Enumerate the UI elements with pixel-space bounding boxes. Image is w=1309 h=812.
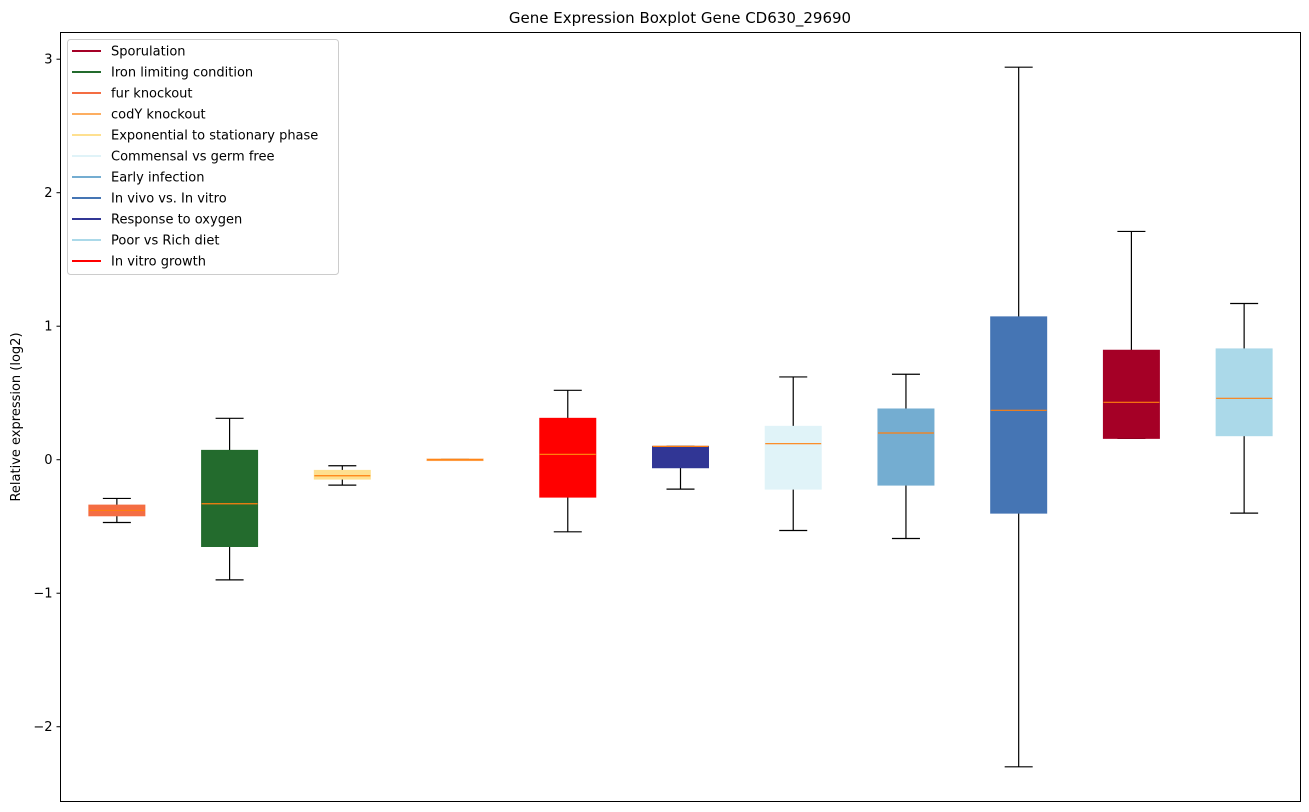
legend-label: Iron limiting condition [111,66,253,81]
legend-label: In vitro growth [111,255,206,270]
y-tick-label: −1 [33,587,52,602]
box-iqr [1215,348,1273,437]
box-2 [201,417,259,581]
box-iqr [539,417,597,498]
legend-item: Poor vs Rich diet [72,234,219,249]
legend-label: codY knockout [111,108,206,123]
legend-label: Response to oxygen [111,213,242,228]
chart-title: Gene Expression Boxplot Gene CD630_29690 [509,9,851,28]
legend-label: Commensal vs germ free [111,150,274,165]
box-7 [764,376,822,532]
legend-item: Sporulation [72,45,186,60]
box-iqr [1102,349,1160,439]
legend-item: In vivo vs. In vitro [72,192,227,207]
legend-label: In vivo vs. In vitro [111,192,227,207]
box-9 [990,66,1048,768]
box-iqr [990,316,1048,514]
legend-label: Poor vs Rich diet [111,234,219,249]
legend-label: Early infection [111,171,204,186]
y-tick-label: −2 [33,720,52,735]
legend-item: Early infection [72,171,204,186]
legend-item: fur knockout [72,87,193,102]
box-iqr [201,449,259,548]
legend-item: Commensal vs germ free [72,150,274,165]
box-8 [877,373,935,540]
y-tick-label: 2 [44,186,52,201]
legend-label: Exponential to stationary phase [111,129,318,144]
legend-label: Sporulation [111,45,186,60]
box-4 [426,458,484,462]
plot-frame [60,32,1301,802]
box-iqr [877,408,935,486]
box-iqr [652,445,709,469]
box-1 [88,497,146,524]
y-tick-label: 1 [44,320,52,335]
legend-item: codY knockout [72,108,206,123]
legend-item: Iron limiting condition [72,66,253,81]
box-3 [313,465,371,486]
y-tick-label: 3 [44,53,52,68]
legend-item: In vitro growth [72,255,206,270]
box-6 [652,445,709,490]
box-5 [539,389,597,533]
box-11 [1215,302,1273,514]
box-iqr [313,469,371,480]
legend-label: fur knockout [111,87,193,102]
box-iqr [764,425,822,490]
box-10 [1102,230,1160,439]
y-axis-label: Relative expression (log2) [9,332,24,501]
y-tick-label: 0 [44,453,52,468]
legend-item: Exponential to stationary phase [72,129,318,144]
legend-item: Response to oxygen [72,213,242,228]
legend-frame [67,39,339,275]
